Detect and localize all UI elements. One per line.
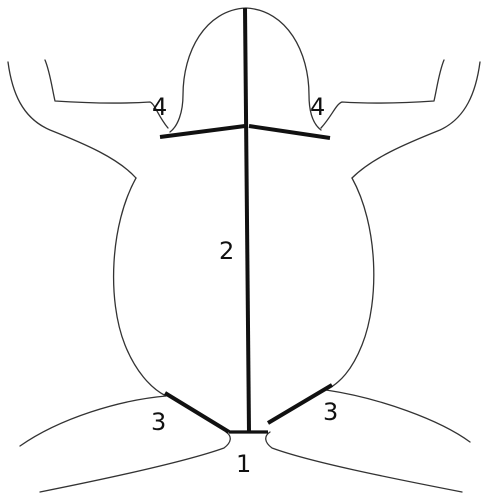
label-3-right: 3 (323, 398, 338, 426)
label-1: 1 (236, 450, 251, 478)
right-leg-lower-outline (266, 432, 462, 492)
right-arm-lower-outline (352, 62, 480, 178)
body-right-outline (326, 178, 374, 390)
label-3-left: 3 (151, 408, 166, 436)
midline-measure (245, 8, 249, 432)
left-arm-outline (45, 60, 168, 128)
body-left-outline (114, 178, 166, 396)
left-leg-lower-outline (40, 432, 230, 492)
right-leg-outline (326, 390, 470, 442)
left-arm-measure (160, 126, 245, 137)
right-arm-outline (321, 60, 444, 128)
label-4-left: 4 (152, 93, 167, 121)
label-2: 2 (219, 237, 234, 265)
label-4-right: 4 (310, 93, 325, 121)
left-leg-measure (165, 393, 229, 432)
left-leg-outline (20, 396, 166, 446)
left-arm-lower-outline (8, 62, 136, 178)
